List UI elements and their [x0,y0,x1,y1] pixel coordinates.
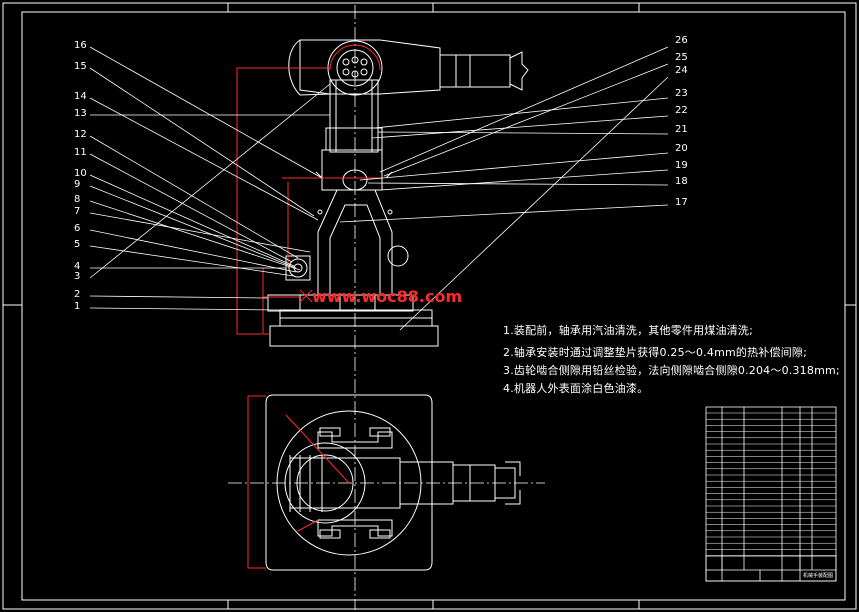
part-label-10: 10 [74,168,87,179]
gripper [509,51,529,91]
top-view-red-lines [247,395,350,569]
top-base-outline [265,394,433,571]
part-label-16: 16 [74,40,87,51]
part-label-21: 21 [675,124,688,135]
top-view [228,394,545,571]
part-label-7: 7 [74,206,81,217]
base-plate [269,325,439,347]
side-motor [387,245,409,267]
upper-column [329,79,379,153]
part-label-14: 14 [74,91,87,102]
arm-housing [299,39,441,95]
part-label-1: 1 [74,301,81,312]
tech-note-4: 4.机器人外表面涂白色油漆。 [503,382,649,395]
part-label-18: 18 [675,176,688,187]
part-label-13: 13 [74,108,87,119]
leader-lines-right [339,46,669,331]
part-label-15: 15 [74,61,87,72]
inner-frame [21,11,846,601]
part-label-24: 24 [675,65,688,76]
part-label-5: 5 [74,239,81,250]
upper-bracket [317,431,393,449]
tech-note-1: 1.装配前，轴承用汽油清洗，其他零件用煤油清洗; [503,324,753,337]
part-label-25: 25 [675,52,688,63]
leader-lines-left [89,46,331,311]
part-label-3: 3 [74,271,81,282]
part-label-19: 19 [675,160,688,171]
part-label-12: 12 [74,129,87,140]
part-label-20: 20 [675,143,688,154]
base-gear [288,258,308,278]
title-block [705,555,837,582]
part-label-8: 8 [74,194,81,205]
front-view [267,39,529,347]
wrist [439,54,511,88]
part-label-17: 17 [675,197,688,208]
tech-note-2: 2.轴承安装时通过调整垫片获得0.25～0.4mm的热补偿间隙; [503,346,808,359]
part-label-4: 4 [74,261,81,272]
zone-ticks [3,3,856,609]
part-label-9: 9 [74,179,81,190]
part-label-11: 11 [74,147,87,158]
part-label-23: 23 [675,88,688,99]
title-block-name: 机械手装配图 [802,573,833,579]
lower-bracket [317,519,393,537]
watermark: www.woc88.com [312,287,463,306]
part-label-22: 22 [675,105,688,116]
red-dimension-lines [236,67,382,335]
parts-list [705,406,837,582]
tech-note-3: 3.齿轮啮合侧隙用铅丝检验，法向侧隙啮合侧隙0.204～0.318mm; [503,364,840,377]
part-label-26: 26 [675,35,688,46]
part-label-2: 2 [74,289,81,300]
parts-list-rows [706,412,836,556]
part-label-6: 6 [74,223,81,234]
